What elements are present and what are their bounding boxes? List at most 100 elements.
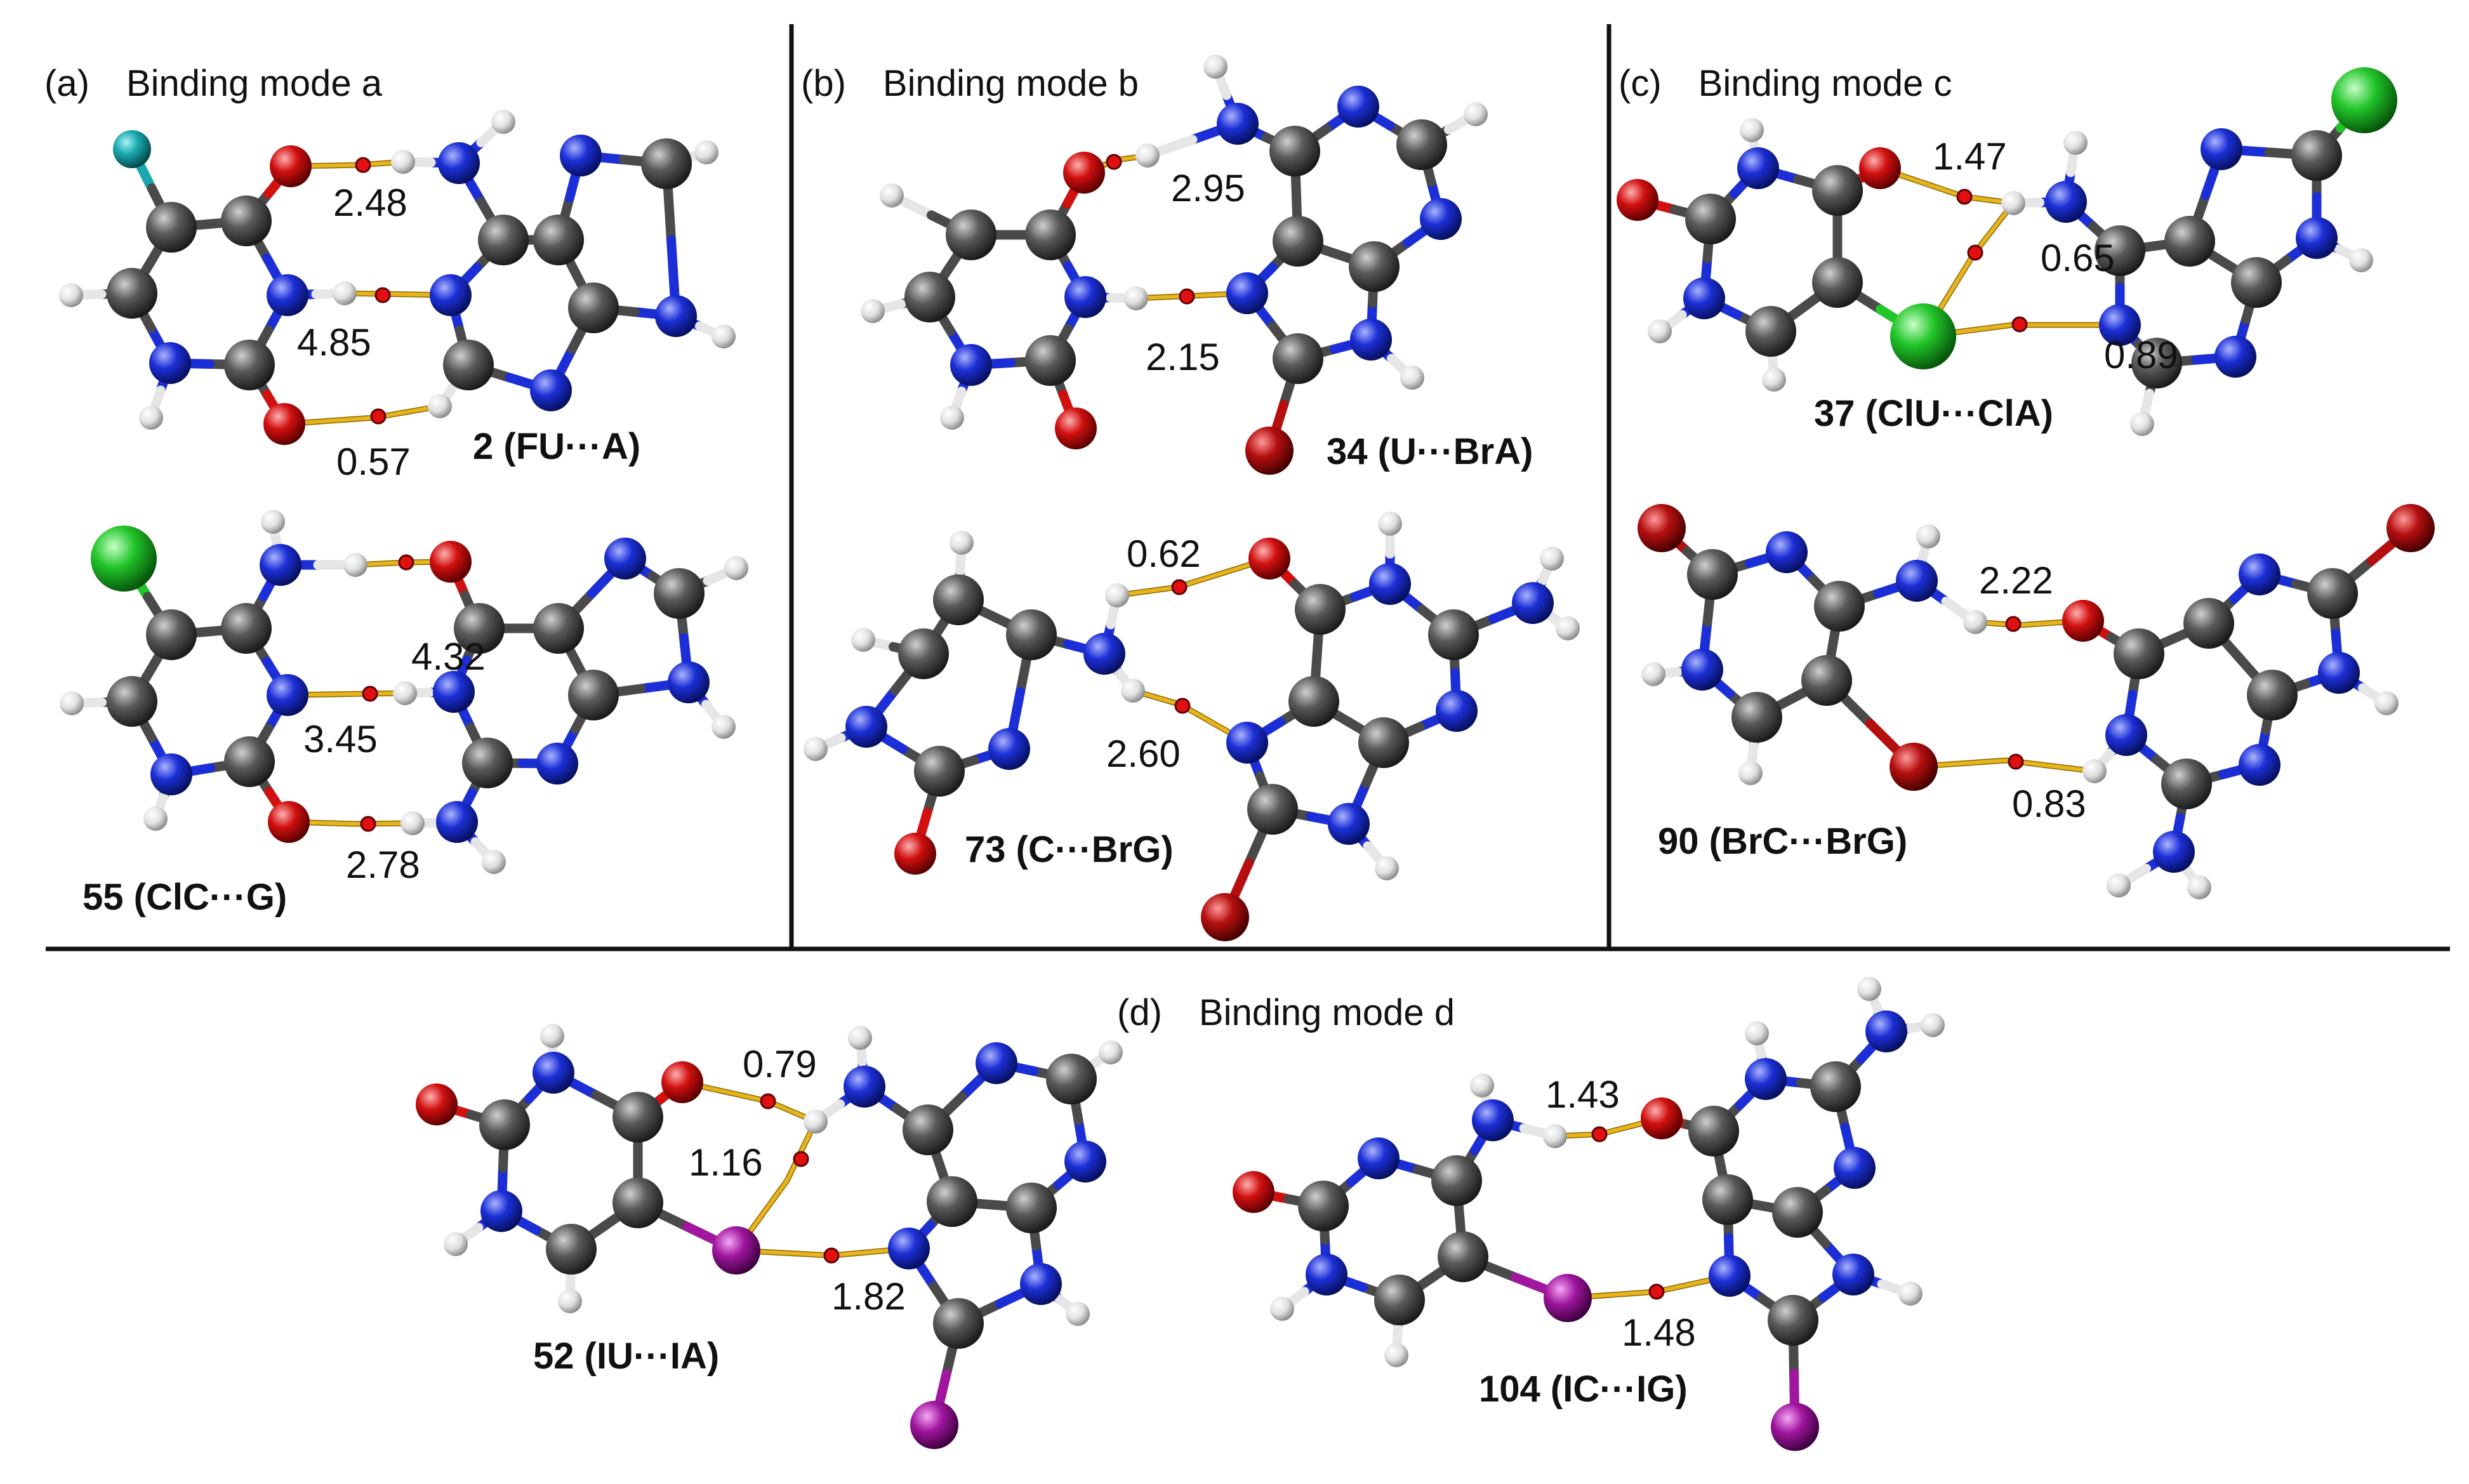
carbon-atom [2291, 130, 2342, 181]
carbon-atom [612, 1177, 663, 1228]
hydrogen-atom [343, 553, 367, 577]
iodine-atom [910, 1401, 958, 1449]
nitrogen-atom [560, 135, 602, 176]
hydrogen-atom [482, 850, 506, 874]
hydrogen-atom [1124, 286, 1148, 310]
complex-number: 104 [1479, 1368, 1540, 1410]
complex-52-caption: 52 (IU···IA) [533, 1335, 719, 1377]
carbon-atom [224, 340, 275, 390]
hydrogen-atom [880, 183, 904, 208]
nitrogen-atom [433, 671, 475, 713]
carbon-atom [1358, 717, 1409, 768]
panel-b-letter: (b) [801, 63, 846, 104]
nitrogen-atom [1832, 1254, 1874, 1295]
nitrogen-atom [2201, 128, 2242, 170]
hydrogen-atom [1135, 143, 1160, 168]
bond-critical-point [355, 157, 371, 173]
carbon-atom [641, 138, 692, 189]
nitrogen-atom [950, 344, 992, 386]
chlorine-atom [91, 526, 157, 592]
bond-critical-point [793, 1151, 809, 1167]
hydrogen-atom [1464, 102, 1488, 126]
carbon-atom [904, 272, 955, 322]
hydrogen-atom [1556, 616, 1580, 640]
panel-c-letter: (c) [1618, 63, 1662, 104]
complex-55-caption: 55 (ClC···G) [83, 876, 287, 918]
carbon-atom [1006, 1183, 1057, 1233]
carbon-atom [1247, 784, 1298, 835]
oxygen-atom [1617, 179, 1658, 221]
hydrogen-atom [2107, 873, 2131, 898]
carbon-atom [1396, 119, 1447, 170]
nitrogen-atom [976, 1042, 1017, 1084]
carbon-atom [2095, 225, 2145, 276]
nitrogen-atom [888, 1228, 930, 1269]
carbon-atom [1431, 1155, 1482, 1206]
nitrogen-atom [2214, 336, 2256, 378]
hydrogen-atom [1648, 319, 1672, 343]
carbon-atom [1812, 257, 1863, 308]
carbon-atom [1295, 584, 1346, 635]
carbon-atom [2183, 598, 2234, 649]
hydrogen-atom [1738, 761, 1763, 785]
value-label: 2.48 [333, 182, 407, 224]
carbon-atom [1810, 1061, 1861, 1112]
carbon-atom [946, 209, 996, 260]
hydrogen-atom [2374, 691, 2399, 715]
hydrogen-atom [712, 715, 736, 739]
hydrogen-atom [59, 283, 83, 307]
nitrogen-atom [1064, 1141, 1106, 1183]
oxygen-atom [2062, 600, 2104, 642]
iodine-atom [1544, 1274, 1592, 1322]
hydrogen-atom [1378, 512, 1402, 536]
oxygen-atom [416, 1083, 458, 1125]
carbon-atom [1273, 333, 1323, 384]
nitrogen-atom [1436, 690, 1478, 732]
carbon-atom [903, 1104, 953, 1155]
panel-dividers [46, 24, 2450, 951]
carbon-atom [1298, 1181, 1349, 1231]
value-label: 2.15 [1146, 336, 1220, 378]
complex-73-caption: 73 (C···BrG) [965, 828, 1174, 871]
bond-critical-point [1956, 189, 1973, 205]
panel-c-mode: Binding mode c [1698, 63, 1952, 104]
chlorine-atom [1890, 303, 1956, 369]
complex-number: 90 [1658, 821, 1699, 862]
hydrogen-atom [851, 628, 875, 652]
panel-d-letter: (d) [1117, 992, 1162, 1033]
hydrogen-atom [1921, 1013, 1945, 1037]
value-label: 2.95 [1171, 167, 1245, 209]
nitrogen-atom [1358, 1137, 1400, 1179]
value-label: 1.82 [831, 1275, 906, 1318]
hydrogen-atom [1745, 1021, 1769, 1045]
complex-name: (IC···IG) [1550, 1368, 1688, 1410]
hydrogen-atom [2063, 131, 2088, 155]
complex-2-caption: 2 (FU···A) [473, 425, 640, 468]
carbon-atom [479, 1099, 530, 1150]
complex-number: 37 [1814, 393, 1855, 434]
value-label: 3.45 [303, 718, 378, 760]
hydrogen-atom [60, 691, 84, 715]
bromine-atom [1890, 743, 1938, 791]
carbon-atom [1745, 306, 1796, 357]
carbon-atom [898, 628, 949, 679]
iodine-atom [1771, 1403, 1819, 1451]
value-label: 2.22 [1979, 559, 2053, 602]
hydrogen-atom [1470, 1073, 1494, 1097]
nitrogen-atom [1369, 563, 1411, 605]
carbon-atom [1273, 216, 1323, 267]
hydrogen-atom [143, 807, 168, 831]
bond-critical-point [370, 408, 387, 425]
hydrogen-atom [950, 531, 974, 555]
value-label: 1.43 [1546, 1073, 1620, 1116]
nitrogen-atom [2239, 744, 2280, 786]
complex-name: (ClU···ClA) [1865, 393, 2053, 434]
panel-b-mode: Binding mode b [882, 63, 1139, 104]
nitrogen-atom [267, 674, 308, 716]
carbon-atom [224, 736, 275, 787]
nitrogen-atom [1020, 1263, 1062, 1305]
carbon-atom [1688, 1106, 1739, 1156]
oxygen-atom [1641, 1097, 1683, 1139]
hydrogen-atom [491, 110, 515, 134]
